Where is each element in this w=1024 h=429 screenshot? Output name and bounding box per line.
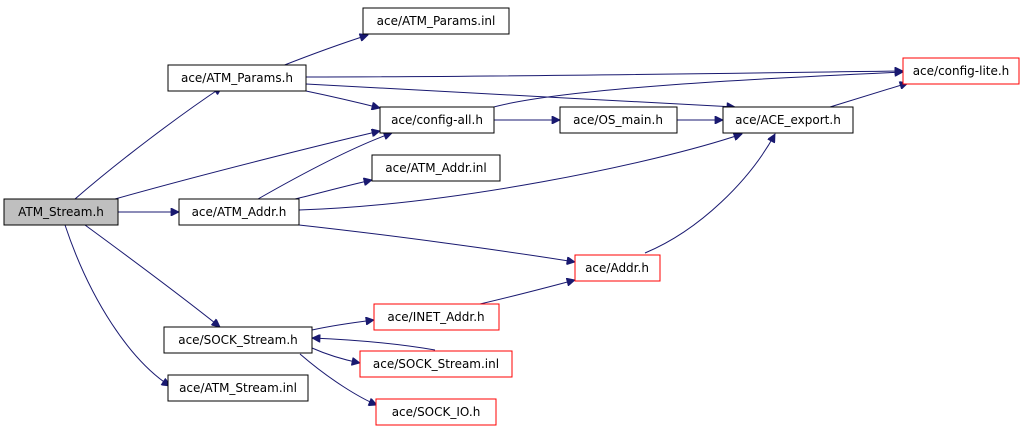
edge-atm-addr-to-addr xyxy=(298,224,575,262)
node-box xyxy=(902,57,1020,85)
edge-atm-addr-to-ace-export xyxy=(298,134,742,211)
node-ace-export-h[interactable]: ace/ACE_export.h xyxy=(722,106,854,134)
node-label: ace/ATM_Addr.h xyxy=(192,205,287,219)
edge-atm-params-to-config-all xyxy=(305,90,380,108)
node-box xyxy=(371,154,501,182)
node-box xyxy=(362,7,510,35)
edge-inet-addr-to-addr xyxy=(479,280,575,305)
node-box xyxy=(559,106,678,134)
edge-addr-to-ace-export xyxy=(644,134,776,254)
node-label: ace/ATM_Stream.inl xyxy=(179,381,297,395)
node-box xyxy=(359,350,513,378)
edge-atm-stream-to-atm-stream-inl xyxy=(64,224,170,386)
node-os-main-h[interactable]: ace/OS_main.h xyxy=(559,106,678,134)
edges xyxy=(64,35,908,405)
node-label: ace/SOCK_Stream.inl xyxy=(373,357,499,371)
node-box xyxy=(375,398,497,426)
edge-atm-params-to-atm-params-inl xyxy=(281,35,368,67)
node-atm-params-h[interactable]: ace/ATM_Params.h xyxy=(167,64,307,92)
node-label: ace/ATM_Addr.inl xyxy=(385,161,487,175)
node-label: ace/ATM_Params.inl xyxy=(377,14,496,28)
node-box xyxy=(574,254,661,282)
edge-ace-export-to-config-lite xyxy=(829,83,908,108)
node-sock-stream-inl[interactable]: ace/SOCK_Stream.inl xyxy=(359,350,513,378)
edge-atm-addr-to-atm-addr-inl xyxy=(294,180,372,200)
edge-config-all-to-config-lite xyxy=(489,72,903,109)
node-label: ATM_Stream.h xyxy=(18,205,104,219)
node-label: ace/config-lite.h xyxy=(913,64,1010,78)
node-box xyxy=(379,106,495,134)
node-box xyxy=(373,303,500,331)
node-label: ace/OS_main.h xyxy=(573,113,663,127)
node-box xyxy=(3,198,119,226)
node-atm-params-inl[interactable]: ace/ATM_Params.inl xyxy=(362,7,510,35)
edge-atm-params-to-ace-export xyxy=(305,83,735,107)
node-atm-addr-inl[interactable]: ace/ATM_Addr.inl xyxy=(371,154,501,182)
node-atm-stream-h[interactable]: ATM_Stream.h xyxy=(3,198,119,226)
node-label: ace/SOCK_Stream.h xyxy=(178,333,298,347)
node-config-all-h[interactable]: ace/config-all.h xyxy=(379,106,495,134)
node-inet-addr-h[interactable]: ace/INET_Addr.h xyxy=(373,303,500,331)
node-box xyxy=(167,64,307,92)
node-label: ace/SOCK_IO.h xyxy=(392,405,481,419)
node-atm-stream-inl[interactable]: ace/ATM_Stream.inl xyxy=(167,374,309,402)
node-box xyxy=(167,374,309,402)
edge-atm-stream-to-atm-params xyxy=(74,87,222,200)
node-box xyxy=(178,198,300,226)
node-sock-stream-h[interactable]: ace/SOCK_Stream.h xyxy=(163,326,313,354)
edge-atm-stream-to-sock-stream xyxy=(84,224,220,327)
node-label: ace/ATM_Params.h xyxy=(181,71,293,85)
node-label: ace/config-all.h xyxy=(391,113,483,127)
node-label: ace/INET_Addr.h xyxy=(387,310,484,324)
edge-sock-stream-to-sock-io xyxy=(299,353,377,405)
node-label: ace/ACE_export.h xyxy=(735,113,841,127)
edge-atm-addr-to-config-all xyxy=(257,133,392,200)
edge-atm-stream-to-config-all xyxy=(114,131,380,200)
node-sock-io-h[interactable]: ace/SOCK_IO.h xyxy=(375,398,497,426)
node-config-lite-h[interactable]: ace/config-lite.h xyxy=(902,57,1020,85)
node-label: ace/Addr.h xyxy=(585,261,649,275)
node-box xyxy=(722,106,854,134)
nodes: ATM_Stream.h ace/ATM_Params.inl ace/ATM_… xyxy=(3,7,1020,426)
node-box xyxy=(163,326,313,354)
edge-sock-stream-inl-to-sock-stream xyxy=(312,338,436,351)
edge-atm-params-to-config-lite xyxy=(305,71,903,78)
node-atm-addr-h[interactable]: ace/ATM_Addr.h xyxy=(178,198,300,226)
edge-sock-stream-to-sock-stream-inl xyxy=(311,347,360,363)
node-addr-h[interactable]: ace/Addr.h xyxy=(574,254,661,282)
edge-sock-stream-to-inet-addr xyxy=(311,320,374,331)
